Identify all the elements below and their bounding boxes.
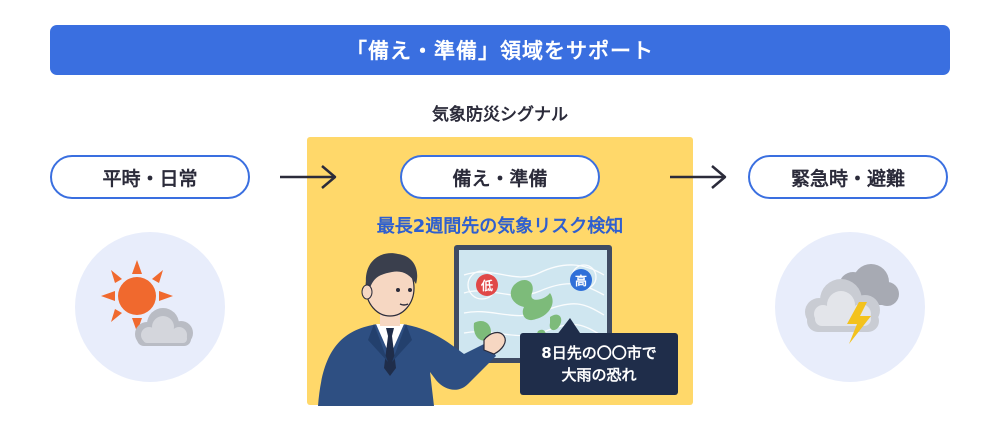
phase-emergency: 緊急時・避難 <box>748 155 948 199</box>
banner: 「備え・準備」領域をサポート <box>50 25 950 75</box>
high-pressure-label: 高 <box>575 273 587 288</box>
forecast-callout: 8日先の〇〇市で 大雨の恐れ <box>520 333 678 395</box>
normal-weather-circle <box>75 232 225 382</box>
banner-title: 「備え・準備」領域をサポート <box>346 39 654 63</box>
risk-detection-heading: 最長2週間先の気象リスク検知 <box>376 216 624 237</box>
phase-preparation: 備え・準備 <box>400 155 600 199</box>
emergency-weather-circle <box>775 232 925 382</box>
callout-tail <box>556 318 582 336</box>
arrow-right-icon <box>670 165 727 189</box>
signal-label: 気象防災シグナル <box>432 105 568 125</box>
phase-normal: 平時・日常 <box>50 155 250 199</box>
callout-line-1: 8日先の〇〇市で <box>541 344 657 362</box>
callout-line-2: 大雨の恐れ <box>561 366 637 384</box>
arrow-right-icon <box>280 165 337 189</box>
presenter-illustration <box>318 253 506 406</box>
thunder-cloud-icon <box>805 264 899 344</box>
sun-cloud-icon <box>101 260 193 346</box>
low-pressure-label: 低 <box>480 278 493 293</box>
